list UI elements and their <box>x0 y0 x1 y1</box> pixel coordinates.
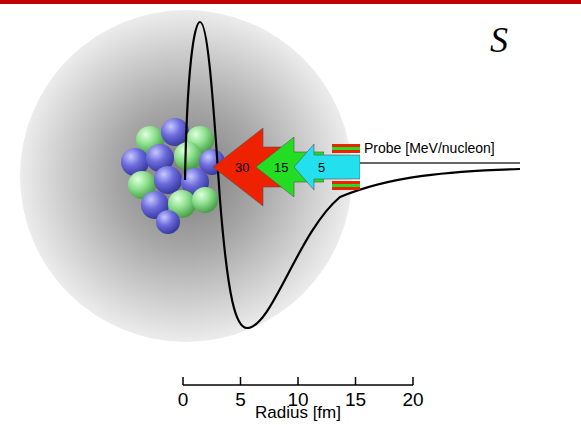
slide-letter: S <box>490 22 508 58</box>
top-bar <box>0 0 581 4</box>
probe-line <box>350 162 520 163</box>
arrow-stripe <box>332 150 360 153</box>
arrow-outline <box>213 128 293 206</box>
probe-arrow: 5 <box>294 144 360 190</box>
arrow-shape <box>294 144 360 190</box>
nucleus-cluster <box>121 118 225 234</box>
tick-label: 20 <box>402 390 423 409</box>
arrow-stripe <box>332 144 360 147</box>
arrow-stripe <box>332 187 360 190</box>
tick-label: 15 <box>345 390 366 409</box>
energy-value: 30 <box>235 160 249 175</box>
arrow-stripe <box>332 184 360 187</box>
axis-ticks <box>183 377 413 385</box>
potential-curve <box>185 22 520 328</box>
tick-label: 0 <box>178 390 189 409</box>
energy-value: 5 <box>318 160 325 175</box>
probe-label: Probe [MeV/nucleon] <box>364 141 495 155</box>
arrow-stripe <box>332 181 360 184</box>
tick-label: 5 <box>235 390 246 409</box>
energy-value: 15 <box>274 160 288 175</box>
arrow-outline <box>294 144 360 190</box>
arrow-stripe <box>332 147 360 150</box>
axis-title: Radius [fm] <box>255 404 341 421</box>
